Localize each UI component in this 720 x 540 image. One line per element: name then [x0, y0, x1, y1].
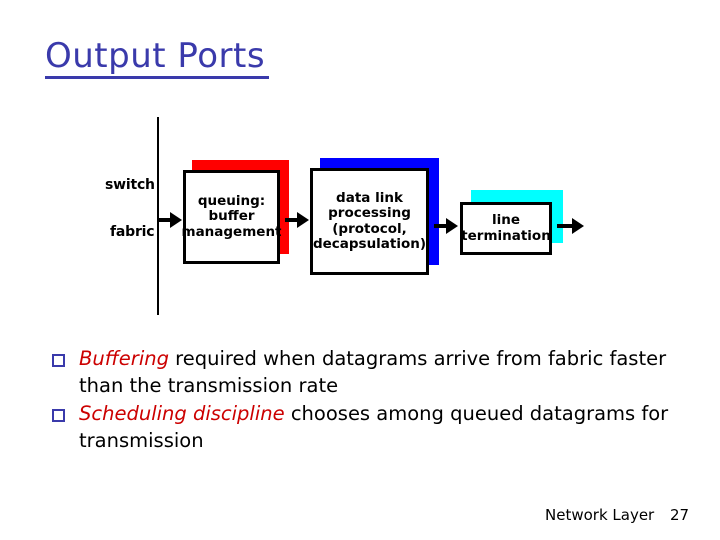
switch-fabric-boundary-line [157, 117, 159, 315]
queuing-line-2: buffer [208, 208, 255, 225]
bullet-2-text: chooses among queued datagrams for trans… [79, 402, 669, 452]
node-line-termination: line termination [460, 202, 552, 255]
arrow-head [170, 212, 182, 228]
bullet-list: Buffering required when datagrams arrive… [52, 346, 677, 456]
square-bullet-icon [52, 409, 65, 423]
node-queuing-buffer-management: queuing: buffer management [181, 170, 282, 264]
datalink-line-1: data link [336, 190, 403, 207]
list-item: Scheduling discipline chooses among queu… [52, 401, 677, 454]
footer-label: Network Layer [545, 506, 655, 524]
queuing-line-3: management [181, 223, 282, 240]
arrow-shaft [285, 218, 299, 222]
datalink-line-3: (protocol, [332, 220, 407, 237]
square-bullet-icon [52, 354, 65, 367]
datalink-line-4: decapsulation) [312, 235, 427, 252]
queuing-line-1: queuing: [197, 193, 266, 210]
bullet-2-emphasis: Scheduling discipline [79, 402, 285, 426]
datalink-line-2: processing [328, 205, 411, 222]
arrow-head [572, 218, 584, 234]
switch-fabric-label-switch: switch [105, 177, 155, 193]
footer-page-number: 27 [670, 506, 690, 524]
bullet-1-text: required when datagrams arrive from fabr… [79, 347, 667, 397]
arrow-shaft [557, 224, 574, 228]
arrow-head [446, 218, 458, 234]
title-underline [45, 76, 269, 79]
page-title: Output Ports [45, 36, 266, 76]
line-termination-line-1: line [491, 212, 521, 229]
node-data-link-processing: data link processing (protocol, decapsul… [310, 168, 429, 275]
list-item: Buffering required when datagrams arrive… [52, 346, 677, 399]
arrow-head [297, 212, 309, 228]
line-termination-line-2: termination [461, 227, 551, 244]
arrow-shaft [158, 218, 172, 222]
switch-fabric-label-fabric: fabric [110, 224, 155, 240]
arrow-shaft [434, 224, 448, 228]
bullet-1-emphasis: Buffering [79, 347, 169, 370]
